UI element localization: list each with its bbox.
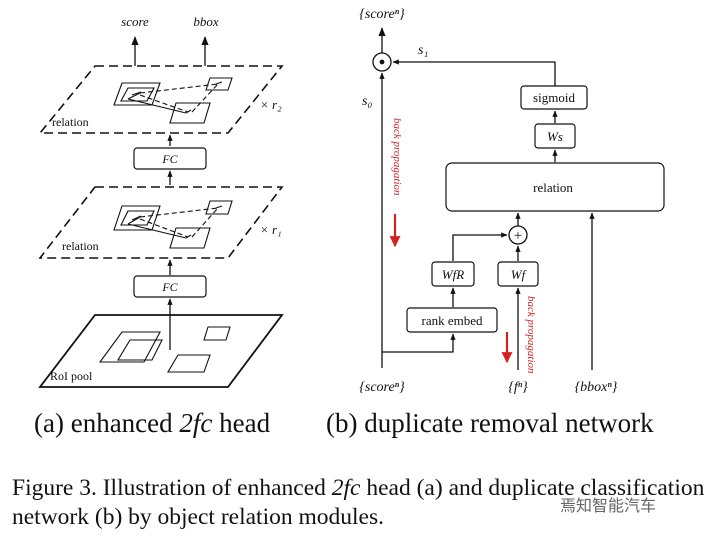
- arrow-sigmoid-to-product: [392, 59, 556, 86]
- arrow-wfr-to-sum: [452, 232, 508, 261]
- caption-part2: head (a) and duplicate classification ne…: [12, 475, 705, 530]
- relation-glyph-top: [113, 77, 233, 124]
- panel-a: score bbox relation × r₂ FC: [38, 14, 284, 388]
- roi-pool-label: RoI pool: [50, 369, 93, 383]
- score-label: score: [121, 14, 149, 29]
- score-output-label: {scoreⁿ}: [359, 7, 405, 22]
- bbox-label: bbox: [193, 14, 219, 29]
- roi-pool-plane: [38, 314, 284, 388]
- fc-label-bottom: FC: [161, 280, 178, 294]
- repeat-label-mid: × r₁: [260, 222, 282, 237]
- subcaption-a: (a) enhanced 2fc head: [34, 408, 270, 439]
- score-input-label: {scoreⁿ}: [359, 380, 405, 395]
- f-input-label: {fⁿ}: [508, 380, 528, 395]
- repeat-label-top: × r₂: [260, 97, 282, 112]
- ws-label: Ws: [547, 129, 563, 144]
- relation-plane-mid: [38, 186, 284, 259]
- bbox-input-label: {bboxⁿ}: [575, 380, 618, 395]
- back-propagation-label-1: back propagation: [391, 118, 403, 196]
- fc-box-top: [133, 147, 207, 170]
- sum-label: +: [514, 228, 522, 244]
- rank-embed-label: rank embed: [421, 313, 483, 328]
- rank-embed-box: [406, 307, 498, 333]
- product-dot: [379, 59, 385, 65]
- back-propagation-label-2: back propagation: [525, 296, 537, 374]
- s0-label: s₀: [362, 94, 372, 109]
- wf-box: [497, 261, 539, 287]
- wf-label: Wf: [511, 267, 528, 282]
- caption-part1: Figure 3. Illustration of enhanced: [12, 475, 332, 501]
- relation-label-top: relation: [52, 115, 89, 129]
- relation-box: [445, 162, 665, 212]
- arrow-score-to-rank: [382, 333, 456, 353]
- subcaption-b: (b) duplicate removal network: [326, 408, 654, 438]
- fc-label-top: FC: [161, 152, 178, 166]
- panel-b: {scoreⁿ} s₁ s₀ back propagation sigmoid …: [359, 7, 665, 395]
- sigmoid-label: sigmoid: [533, 90, 575, 105]
- fc-box-bottom: [133, 275, 207, 298]
- subcaption-a-suffix: head: [212, 408, 271, 438]
- subcaption-a-prefix: (a) enhanced: [34, 408, 180, 438]
- figure-caption: Figure 3. Illustration of enhanced 2fc h…: [12, 474, 716, 532]
- ws-box: [534, 123, 576, 149]
- subcaption-a-italic: 2fc: [179, 408, 213, 438]
- relation-label-mid: relation: [62, 239, 99, 253]
- wfr-label: WfR: [442, 267, 464, 282]
- watermark: 焉知智能汽车: [560, 498, 657, 515]
- relation-label: relation: [533, 180, 573, 195]
- caption-italic: 2fc: [331, 475, 361, 501]
- relation-plane-top: [38, 65, 284, 134]
- sigmoid-box: [520, 85, 588, 110]
- s1-label: s₁: [418, 43, 428, 58]
- roi-boxes: [98, 326, 231, 373]
- wfr-box: [431, 261, 475, 287]
- relation-glyph-mid: [113, 200, 233, 249]
